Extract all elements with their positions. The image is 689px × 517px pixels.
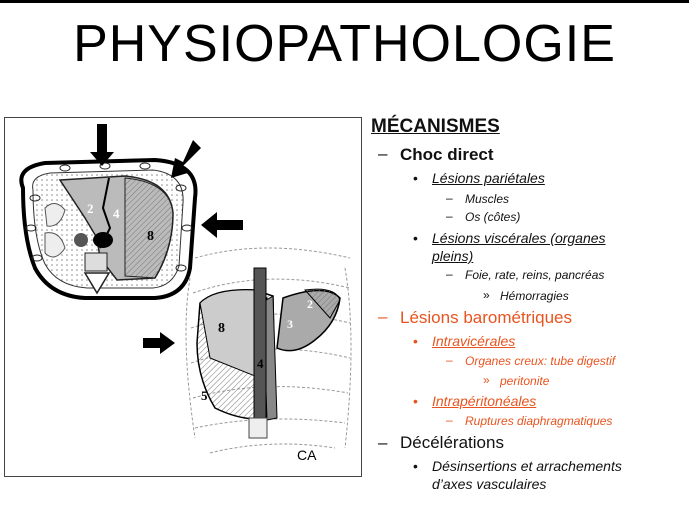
abdominal-organs: 8 3 2 4 5 bbox=[196, 267, 341, 439]
label-8a: 8 bbox=[147, 229, 154, 244]
dash-bullet: – bbox=[446, 267, 453, 281]
label-2a: 2 bbox=[87, 201, 94, 216]
item-peritonite: peritonite bbox=[500, 374, 550, 388]
item-intraperitoneales: Intrapéritonéales bbox=[432, 393, 537, 409]
chevron-bullet: » bbox=[483, 373, 490, 387]
label-3: 3 bbox=[287, 317, 293, 331]
label-8b: 8 bbox=[218, 321, 225, 336]
dash-bullet: – bbox=[378, 307, 388, 326]
item-os: Os (côtes) bbox=[465, 210, 521, 224]
item-lesions-parietales: Lésions pariétales bbox=[432, 170, 545, 186]
dot-bullet: • bbox=[413, 393, 418, 409]
item-hemorragies: Hémorragies bbox=[500, 289, 569, 303]
item-lesions-barometriques: Lésions barométriques bbox=[400, 308, 572, 327]
impact-arrows bbox=[90, 124, 243, 354]
dot-bullet: • bbox=[413, 230, 418, 246]
item-desinsertions: Désinsertions et arrachements bbox=[432, 458, 622, 474]
section-heading: MÉCANISMES bbox=[371, 116, 500, 137]
item-muscles: Muscles bbox=[465, 192, 510, 206]
chevron-bullet: » bbox=[483, 288, 490, 302]
item-foie: Foie, rate, reins, pancréas bbox=[465, 268, 605, 282]
label-2b: 2 bbox=[307, 297, 313, 311]
item-organes-creux: Organes creux: tube digestif bbox=[465, 354, 616, 368]
label-5: 5 bbox=[201, 388, 208, 403]
item-lesions-viscerales-cont: pleins) bbox=[432, 248, 474, 264]
dot-bullet: • bbox=[413, 170, 418, 186]
item-intravicerales: Intravicérales bbox=[432, 333, 516, 349]
anatomical-figure: 2 4 8 bbox=[4, 117, 362, 477]
slide-title: PHYSIOPATHOLOGIE bbox=[73, 15, 616, 73]
dash-bullet: – bbox=[446, 353, 453, 367]
dash-bullet: – bbox=[446, 413, 453, 427]
item-ruptures: Ruptures diaphragmatiques bbox=[465, 414, 613, 428]
cross-section: 2 4 8 bbox=[19, 157, 198, 300]
dash-bullet: – bbox=[446, 209, 453, 223]
label-4a: 4 bbox=[113, 206, 120, 221]
dash-bullet: – bbox=[378, 433, 388, 452]
signature: CA bbox=[297, 447, 317, 463]
top-border bbox=[0, 0, 689, 3]
dash-bullet: – bbox=[378, 144, 388, 163]
item-desinsertions-cont: d’axes vasculaires bbox=[432, 476, 547, 492]
dot-bullet: • bbox=[413, 458, 418, 474]
dot-bullet: • bbox=[413, 333, 418, 349]
item-decelerations: Décélérations bbox=[400, 433, 504, 452]
dash-bullet: – bbox=[446, 191, 453, 205]
item-choc-direct: Choc direct bbox=[400, 145, 494, 164]
label-4b: 4 bbox=[257, 356, 264, 371]
anatomy-drawing: 2 4 8 bbox=[19, 124, 352, 463]
item-lesions-viscerales: Lésions viscérales (organes bbox=[432, 230, 606, 246]
